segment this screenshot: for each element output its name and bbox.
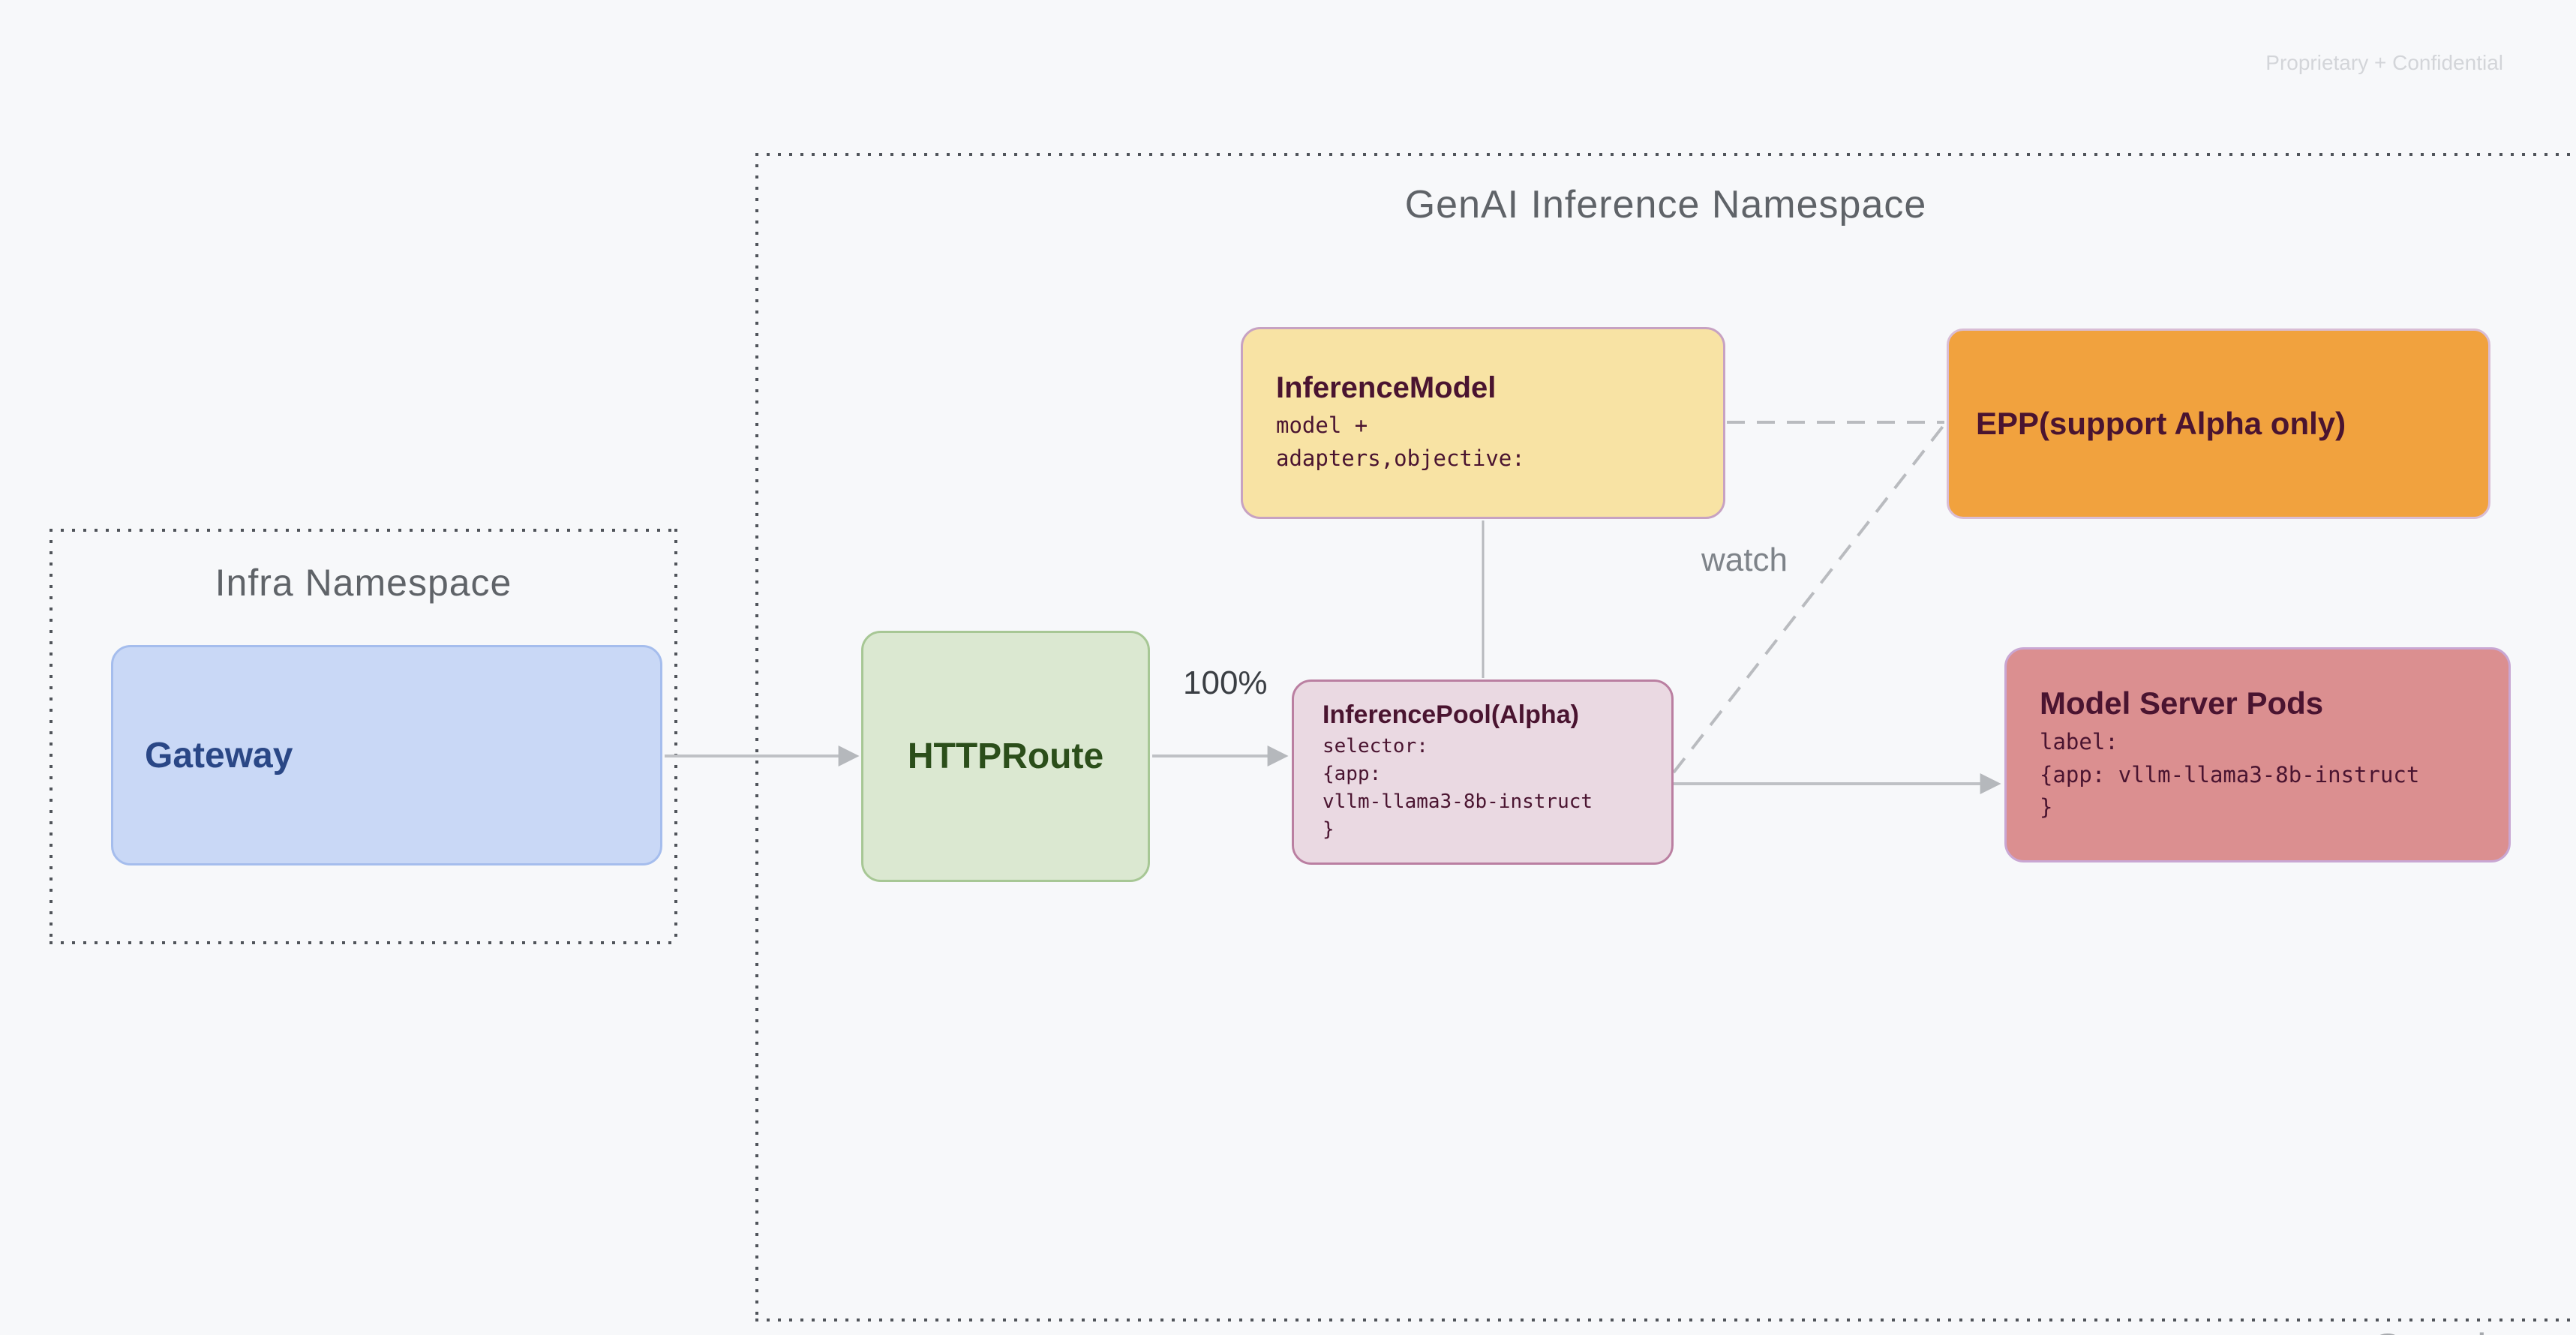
- infra-namespace-title: Infra Namespace: [215, 562, 512, 604]
- model-server-pods-title: Model Server Pods: [2040, 686, 2324, 722]
- route-weight-label: 100%: [1183, 664, 1268, 701]
- node-inference-model: InferenceModel model + adapters,objectiv…: [1241, 327, 1725, 519]
- genai-namespace-title: GenAI Inference Namespace: [1404, 183, 1927, 226]
- node-gateway: Gateway: [111, 645, 662, 866]
- httproute-title: HTTPRoute: [907, 736, 1104, 776]
- node-epp: EPP(support Alpha only): [1947, 328, 2490, 519]
- node-model-server-pods: Model Server Pods label: {app: vllm-llam…: [2004, 647, 2511, 862]
- inference-pool-title: InferencePool(Alpha): [1323, 700, 1579, 730]
- epp-title: EPP(support Alpha only): [1976, 406, 2346, 441]
- watch-label: watch: [1701, 542, 1788, 578]
- confidential-note: Proprietary + Confidential: [2265, 51, 2503, 74]
- node-httproute: HTTPRoute: [861, 631, 1150, 882]
- node-inference-pool: InferencePool(Alpha) selector: {app: vll…: [1292, 680, 1674, 865]
- inference-pool-body: selector: {app: vllm-llama3-8b-instruct …: [1323, 735, 1593, 841]
- model-server-pods-body: label: {app: vllm-llama3-8b-instruct }: [2040, 729, 2420, 820]
- inference-model-title: InferenceModel: [1276, 371, 1497, 404]
- inference-model-body: model + adapters,objective:: [1276, 412, 1525, 471]
- gateway-title: Gateway: [145, 735, 293, 776]
- google-logo-fragment: Google: [2370, 1324, 2511, 1335]
